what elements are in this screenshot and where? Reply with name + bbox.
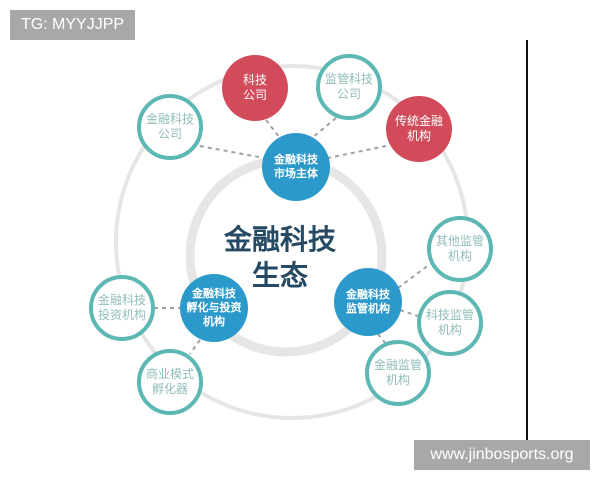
node-regtech-company: 监管科技 公司: [316, 54, 382, 120]
node-label-line2: 公司: [242, 88, 267, 102]
node-label-line1: 其他监管: [435, 234, 484, 248]
node-label-line2: 孵化器: [151, 382, 188, 396]
node-traditional-finance: 传统金融 机构: [386, 96, 452, 162]
hub-label-line1: 金融科技: [274, 153, 318, 167]
node-finance-regulators: 金融监管 机构: [365, 340, 431, 406]
node-label-line2: 机构: [447, 249, 472, 263]
node-label-line1: 传统金融: [394, 114, 443, 128]
hub-label-line3: 机构: [203, 314, 225, 328]
ecosystem-title: 金融科技 生态: [200, 222, 360, 295]
node-label-line2: 机构: [437, 323, 462, 337]
node-label-line1: 科技监管: [425, 308, 474, 322]
node-fintech-investors: 金融科技 投资机构: [89, 275, 155, 341]
node-tech-company: 科技 公司: [222, 55, 288, 121]
vertical-divider: [526, 40, 528, 440]
hub-incubation-investment: 金融科技 孵化与投资 机构: [180, 274, 248, 342]
hub-label-line2: 孵化与投资: [186, 301, 242, 315]
node-label-line1: 商业模式: [145, 367, 194, 381]
watermark-bottom-right: www.jinbosports.org: [414, 440, 590, 470]
node-label-line1: 金融科技: [97, 293, 146, 307]
node-fintech-company: 金融科技 公司: [137, 94, 203, 160]
node-label-line2: 机构: [385, 373, 410, 387]
node-business-incubator: 商业模式 孵化器: [137, 349, 203, 415]
hub-label-line1: 金融科技: [346, 288, 390, 302]
node-tech-regulators: 科技监管 机构: [417, 290, 483, 356]
node-other-regulators: 其他监管 机构: [427, 216, 493, 282]
node-label-line2: 公司: [157, 127, 182, 141]
hub-market-entities: 金融科技 市场主体: [262, 133, 330, 201]
connector-lines: [154, 117, 431, 355]
watermark-top-left: TG: MYYJJPP: [10, 10, 135, 40]
hub-label-line1: 金融科技: [192, 287, 236, 301]
node-label-line2: 公司: [336, 87, 361, 101]
node-label-line1: 监管科技: [324, 72, 373, 86]
node-label-line1: 金融监管: [373, 358, 422, 372]
node-label-line2: 投资机构: [97, 308, 146, 322]
title-line-1: 金融科技: [223, 223, 336, 256]
node-label-line1: 科技: [242, 73, 267, 87]
hub-regulators: 金融科技 监管机构: [334, 268, 402, 336]
hub-label-line2: 监管机构: [346, 302, 390, 315]
title-line-2: 生态: [251, 259, 308, 293]
node-label-line2: 机构: [406, 129, 431, 143]
hub-label-line2: 市场主体: [274, 167, 318, 180]
node-label-line1: 金融科技: [145, 112, 194, 126]
